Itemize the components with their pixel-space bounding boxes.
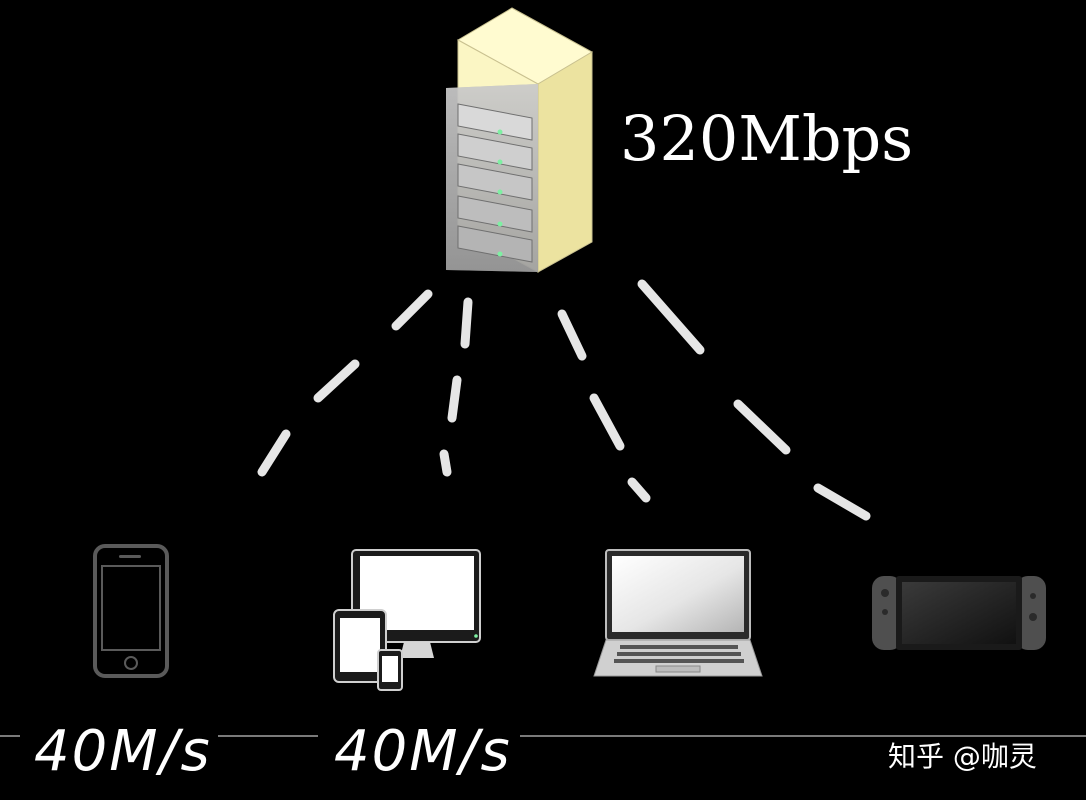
connection-to-smartphone (257, 289, 433, 477)
smartphone-speed-label: 40M/s (34, 719, 212, 784)
server-rack-icon (446, 7, 594, 273)
game-console-icon (872, 576, 1046, 650)
server-bandwidth-label: 320Mbps (620, 102, 913, 175)
connection-to-game-console (637, 279, 871, 521)
connection-to-desktop (439, 297, 473, 477)
desktop-devices-icon (333, 549, 481, 691)
connection-lines (257, 279, 871, 521)
desktop-speed-label: 40M/s (334, 719, 512, 784)
laptop-icon (593, 549, 763, 677)
smartphone-icon (93, 544, 169, 678)
connection-to-laptop (557, 309, 651, 503)
rack-units (457, 103, 533, 263)
watermark: 知乎 @咖灵 (888, 740, 1037, 773)
